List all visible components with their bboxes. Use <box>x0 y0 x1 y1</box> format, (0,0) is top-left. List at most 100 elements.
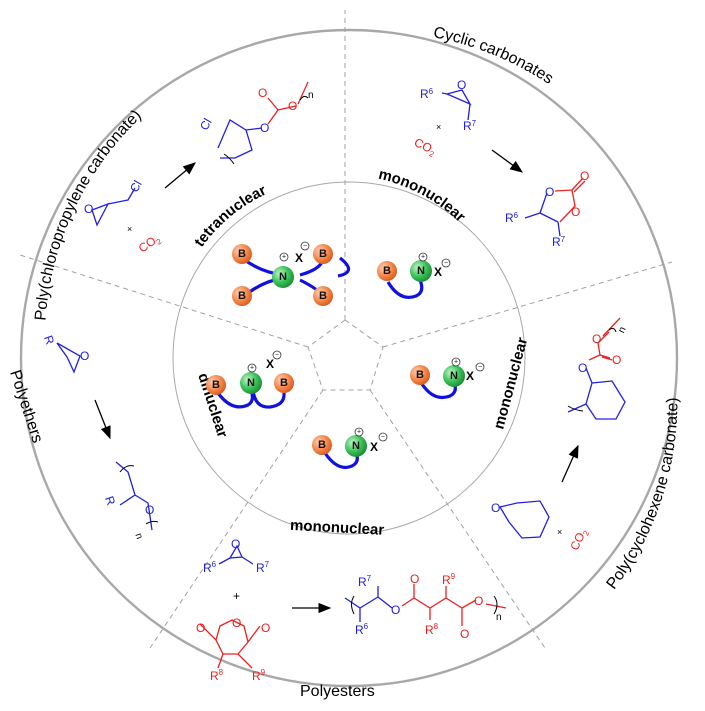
svg-text:O: O <box>260 121 269 135</box>
svg-text:n: n <box>308 90 314 101</box>
svg-text:CO2: CO2 <box>411 135 439 159</box>
svg-text:B: B <box>212 379 220 391</box>
svg-text:R9: R9 <box>252 668 266 683</box>
svg-text:+: + <box>282 254 286 261</box>
svg-text:×: × <box>557 527 562 537</box>
svg-text:O: O <box>231 537 240 551</box>
central-pentagon <box>307 319 384 391</box>
svg-text:R8: R8 <box>210 668 224 683</box>
catalyst-mononuclear-right: B N + X − <box>410 357 485 400</box>
svg-text:R8: R8 <box>425 622 439 637</box>
svg-text:O: O <box>545 185 554 199</box>
svg-text:CO2: CO2 <box>136 231 164 257</box>
svg-text:X: X <box>466 369 474 383</box>
svg-text:O: O <box>232 616 241 630</box>
divider-bottom-right <box>369 389 546 649</box>
svg-text:R7: R7 <box>463 119 477 133</box>
reaction-arrow <box>561 444 579 483</box>
svg-text:X: X <box>295 251 303 265</box>
svg-text:n: n <box>132 532 144 541</box>
svg-text:R7: R7 <box>358 574 372 589</box>
svg-text:n: n <box>496 612 502 623</box>
svg-text:B: B <box>416 369 424 381</box>
svg-text:O: O <box>391 603 400 617</box>
svg-text:O: O <box>145 503 154 517</box>
svg-text:R6: R6 <box>420 87 434 101</box>
svg-text:O: O <box>612 353 621 367</box>
svg-text:−: − <box>444 260 448 267</box>
svg-text:B: B <box>238 290 246 302</box>
svg-text:N: N <box>450 370 458 382</box>
svg-text:R6: R6 <box>203 560 217 575</box>
svg-text:R6: R6 <box>505 211 519 225</box>
svg-text:B: B <box>319 290 327 302</box>
catalyst-mononuclear-top: B N + X − <box>377 252 451 299</box>
svg-text:O: O <box>491 501 500 515</box>
svg-text:R: R <box>102 494 118 507</box>
svg-text:×: × <box>127 224 132 234</box>
svg-text:O: O <box>410 572 419 586</box>
svg-text:N: N <box>352 440 360 452</box>
svg-text:−: − <box>275 352 279 359</box>
svg-text:R6: R6 <box>355 622 369 637</box>
svg-text:O: O <box>580 169 589 183</box>
svg-text:O: O <box>84 202 93 216</box>
divider-bottom-left <box>149 389 324 649</box>
svg-text:O: O <box>80 349 89 363</box>
reaction-arrow <box>164 162 196 189</box>
svg-text:R7: R7 <box>256 560 270 575</box>
label-polyethers: Polyethers <box>6 368 46 445</box>
outer-ring <box>19 28 679 688</box>
svg-text:X: X <box>370 440 378 454</box>
svg-text:−: − <box>381 434 385 441</box>
divider-left <box>19 254 309 348</box>
svg-text:N: N <box>417 265 425 277</box>
svg-text:N: N <box>279 271 287 283</box>
svg-text:B: B <box>383 265 391 277</box>
svg-text:R9: R9 <box>442 572 456 587</box>
reaction-arrow <box>94 399 111 440</box>
reaction-arrow <box>491 149 524 173</box>
svg-text:O: O <box>571 205 580 219</box>
svg-text:Cl: Cl <box>127 178 145 195</box>
svg-text:−: − <box>478 364 482 371</box>
inner-ring <box>172 181 526 535</box>
svg-text:X: X <box>434 265 442 279</box>
svg-text:O: O <box>592 332 601 346</box>
svg-text:n: n <box>616 325 628 335</box>
label-poly-cyclohexene-carbonate: Poly(cyclohexene carbonate) <box>604 397 682 592</box>
svg-text:O: O <box>261 621 270 635</box>
svg-text:O: O <box>474 594 483 608</box>
catalyst-dinuclear: B N B + X − <box>206 350 294 409</box>
label-mononuclear-bottom: mononuclear <box>290 517 385 539</box>
svg-text:R7: R7 <box>552 235 566 249</box>
svg-text:O: O <box>258 86 267 100</box>
label-cyclic-carbonates: Cyclic carbonates <box>432 24 556 87</box>
reaction-polyesters: O R6 R7 + O O O R8 R9 O R7 R6 O O O R9 R… <box>196 537 507 683</box>
svg-text:+: + <box>250 365 254 372</box>
svg-text:×: × <box>436 122 441 132</box>
label-tetranuclear: tetranuclear <box>191 182 269 250</box>
reaction-pchc: O × CO2 O O O n <box>491 317 629 554</box>
svg-text:N: N <box>247 377 255 389</box>
label-mononuclear-right: mononuclear <box>490 336 531 432</box>
svg-text:CO2: CO2 <box>567 526 591 554</box>
svg-text:Cl: Cl <box>197 116 215 133</box>
svg-text:X: X <box>266 357 274 371</box>
svg-text:R: R <box>41 334 57 347</box>
catalyst-tetranuclear: B B B B N + X − <box>232 241 351 306</box>
catalyst-mononuclear-bottom: B N + X − <box>312 427 388 470</box>
svg-text:+: + <box>357 429 361 436</box>
svg-text:+: + <box>233 589 240 603</box>
svg-text:O: O <box>578 361 587 375</box>
label-mononuclear-top: mononuclear <box>377 166 469 226</box>
svg-text:+: + <box>421 254 425 261</box>
svg-text:O: O <box>460 627 469 641</box>
reaction-cyclic-carbonates: O R6 R7 × CO2 O O O R6 R7 <box>411 78 589 249</box>
svg-text:O: O <box>196 621 205 635</box>
svg-text:B: B <box>318 439 326 451</box>
label-polyesters: Polyesters <box>300 683 375 700</box>
svg-text:B: B <box>238 248 246 260</box>
